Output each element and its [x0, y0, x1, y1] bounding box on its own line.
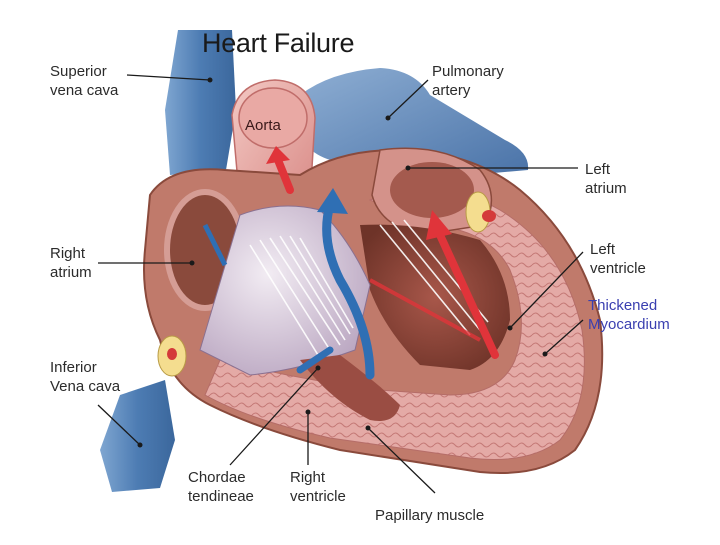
- label-line: atrium: [50, 263, 92, 282]
- label-line: ventricle: [290, 487, 346, 506]
- label-left-atrium: Left atrium: [585, 160, 627, 198]
- label-line: Pulmonary: [432, 62, 504, 81]
- tricuspid-valve: [158, 336, 186, 376]
- label-right-atrium: Right atrium: [50, 244, 92, 282]
- label-aorta: Aorta: [245, 116, 281, 135]
- label-line: Inferior: [50, 358, 120, 377]
- label-line: Chordae: [188, 468, 254, 487]
- label-line: Vena cava: [50, 377, 120, 396]
- diagram-title: Heart Failure: [202, 28, 354, 59]
- label-line: ventricle: [590, 259, 646, 278]
- label-line: Left: [585, 160, 627, 179]
- label-line: artery: [432, 81, 504, 100]
- label-line: vena cava: [50, 81, 118, 100]
- label-line: Myocardium: [588, 315, 670, 334]
- label-line: atrium: [585, 179, 627, 198]
- label-line: Left: [590, 240, 646, 259]
- label-thickened-myocardium: Thickened Myocardium: [588, 296, 670, 334]
- label-pulmonary-artery: Pulmonary artery: [432, 62, 504, 100]
- label-line: Right: [290, 468, 346, 487]
- left-atrium-interior: [390, 162, 474, 218]
- label-superior-vena-cava: Superior vena cava: [50, 62, 118, 100]
- label-line: Right: [50, 244, 92, 263]
- label-left-ventricle: Left ventricle: [590, 240, 646, 278]
- label-line: Superior: [50, 62, 118, 81]
- inferior-vena-cava-vessel: [100, 380, 175, 492]
- label-papillary-muscle: Papillary muscle: [375, 506, 484, 525]
- label-line: Thickened: [588, 296, 670, 315]
- label-line: tendineae: [188, 487, 254, 506]
- label-inferior-vena-cava: Inferior Vena cava: [50, 358, 120, 396]
- label-chordae-tendineae: Chordae tendineae: [188, 468, 254, 506]
- label-right-ventricle: Right ventricle: [290, 468, 346, 506]
